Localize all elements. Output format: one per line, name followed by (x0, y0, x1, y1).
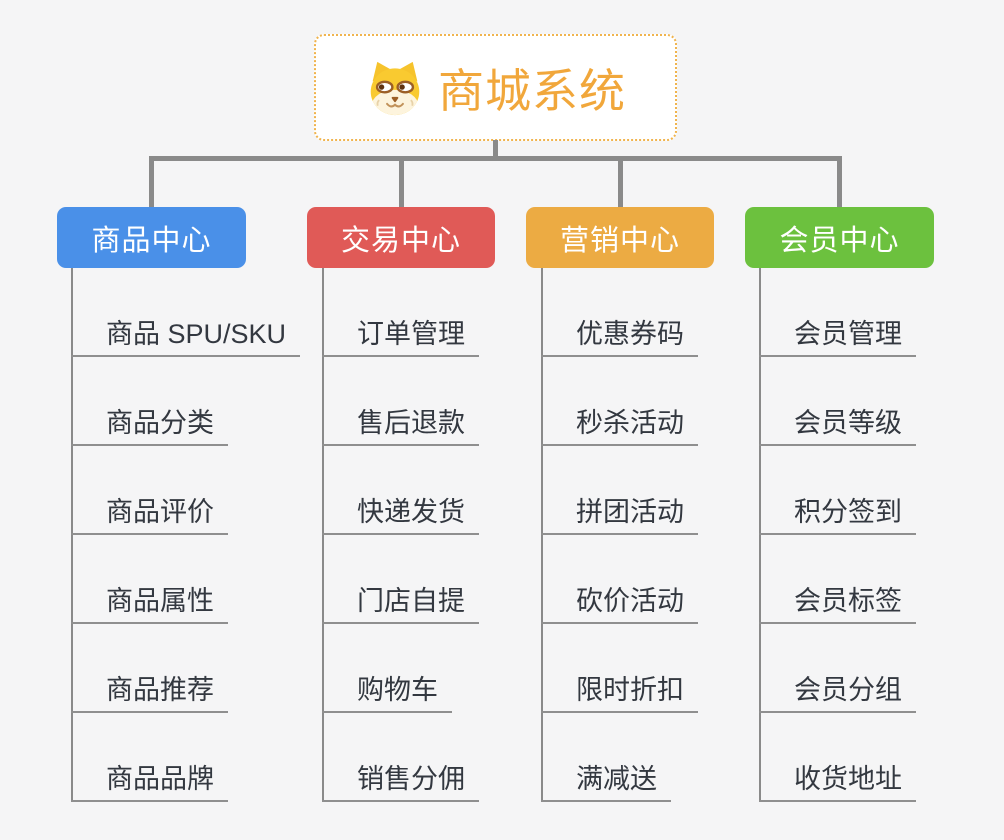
connector-root-stub (493, 140, 498, 158)
branch-node-product-center[interactable]: 商品中心 (57, 207, 246, 268)
connector-trunk-branch-4 (759, 268, 761, 802)
leaf-node-branch-1-item-6[interactable]: 商品品牌 (71, 762, 228, 802)
leaf-node-branch-1-item-3[interactable]: 商品评价 (71, 495, 228, 535)
connector-drop-branch-3 (618, 156, 623, 208)
leaf-node-branch-1-item-2[interactable]: 商品分类 (71, 406, 228, 446)
root-node-label: 商城系统 (438, 64, 626, 117)
connector-drop-branch-2 (399, 156, 404, 208)
leaf-node-branch-3-item-5[interactable]: 限时折扣 (541, 673, 698, 713)
leaf-node-branch-2-item-6[interactable]: 销售分佣 (322, 762, 479, 802)
leaf-node-branch-2-item-5[interactable]: 购物车 (322, 673, 452, 713)
leaf-node-branch-4-item-2[interactable]: 会员等级 (759, 406, 916, 446)
leaf-node-branch-2-item-3[interactable]: 快递发货 (322, 495, 479, 535)
connector-trunk-branch-2 (322, 268, 324, 802)
leaf-node-branch-1-item-4[interactable]: 商品属性 (71, 584, 228, 624)
connector-drop-branch-4 (837, 156, 842, 208)
leaf-node-branch-1-item-1[interactable]: 商品 SPU/SKU (71, 317, 301, 357)
leaf-node-branch-4-item-1[interactable]: 会员管理 (759, 317, 916, 357)
leaf-node-branch-2-item-4[interactable]: 门店自提 (322, 584, 479, 624)
leaf-node-branch-1-item-5[interactable]: 商品推荐 (71, 673, 228, 713)
root-node[interactable]: 商城系统 (314, 34, 677, 141)
leaf-node-branch-3-item-1[interactable]: 优惠券码 (541, 317, 698, 357)
branch-node-member-center[interactable]: 会员中心 (745, 207, 934, 268)
leaf-node-branch-4-item-5[interactable]: 会员分组 (759, 673, 916, 713)
connector-bus (149, 156, 842, 161)
leaf-node-branch-3-item-4[interactable]: 砍价活动 (541, 584, 698, 624)
connector-drop-branch-1 (149, 156, 154, 208)
dog-face-icon (370, 61, 420, 115)
leaf-node-branch-3-item-3[interactable]: 拼团活动 (541, 495, 698, 535)
leaf-node-branch-3-item-2[interactable]: 秒杀活动 (541, 406, 698, 446)
branch-node-trade-center[interactable]: 交易中心 (307, 207, 495, 268)
leaf-node-branch-4-item-4[interactable]: 会员标签 (759, 584, 916, 624)
leaf-node-branch-2-item-1[interactable]: 订单管理 (322, 317, 479, 357)
branch-node-marketing-center[interactable]: 营销中心 (526, 207, 714, 268)
leaf-node-branch-2-item-2[interactable]: 售后退款 (322, 406, 479, 446)
connector-trunk-branch-3 (541, 268, 543, 802)
connector-trunk-branch-1 (71, 268, 73, 802)
leaf-node-branch-3-item-6[interactable]: 满减送 (541, 762, 671, 802)
leaf-node-branch-4-item-6[interactable]: 收货地址 (759, 762, 916, 802)
leaf-node-branch-4-item-3[interactable]: 积分签到 (759, 495, 916, 535)
